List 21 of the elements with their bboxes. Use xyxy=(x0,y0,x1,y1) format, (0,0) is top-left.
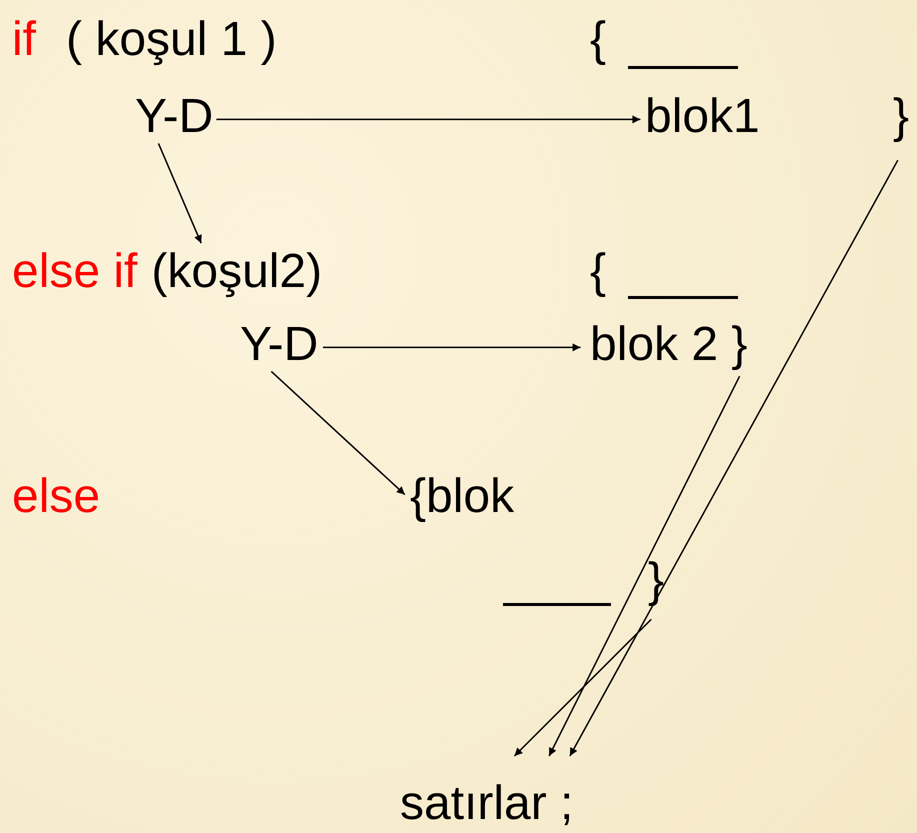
arrow xyxy=(548,376,740,756)
code-text: blok 2 } xyxy=(590,321,748,369)
code-text: satırlar ; xyxy=(400,780,574,828)
code-text: (koşul2) xyxy=(151,248,322,296)
code-text: Y-D xyxy=(135,93,214,141)
code-text: } xyxy=(893,93,910,141)
arrow xyxy=(569,160,898,756)
code-text: ( koşul 1 ) xyxy=(66,16,277,64)
code-text: { xyxy=(590,248,606,296)
arrow xyxy=(158,143,202,244)
code-text: if xyxy=(12,16,36,64)
code-text: { xyxy=(590,16,606,64)
arrow xyxy=(216,115,640,124)
arrow xyxy=(322,343,581,352)
code-text: else if xyxy=(12,248,138,296)
arrow xyxy=(270,370,406,496)
arrow xyxy=(514,618,652,757)
code-text: blok1 xyxy=(645,93,760,141)
code-text: else xyxy=(12,473,100,521)
code-text: Y-D xyxy=(240,321,318,369)
code-text: {blok xyxy=(410,473,514,521)
